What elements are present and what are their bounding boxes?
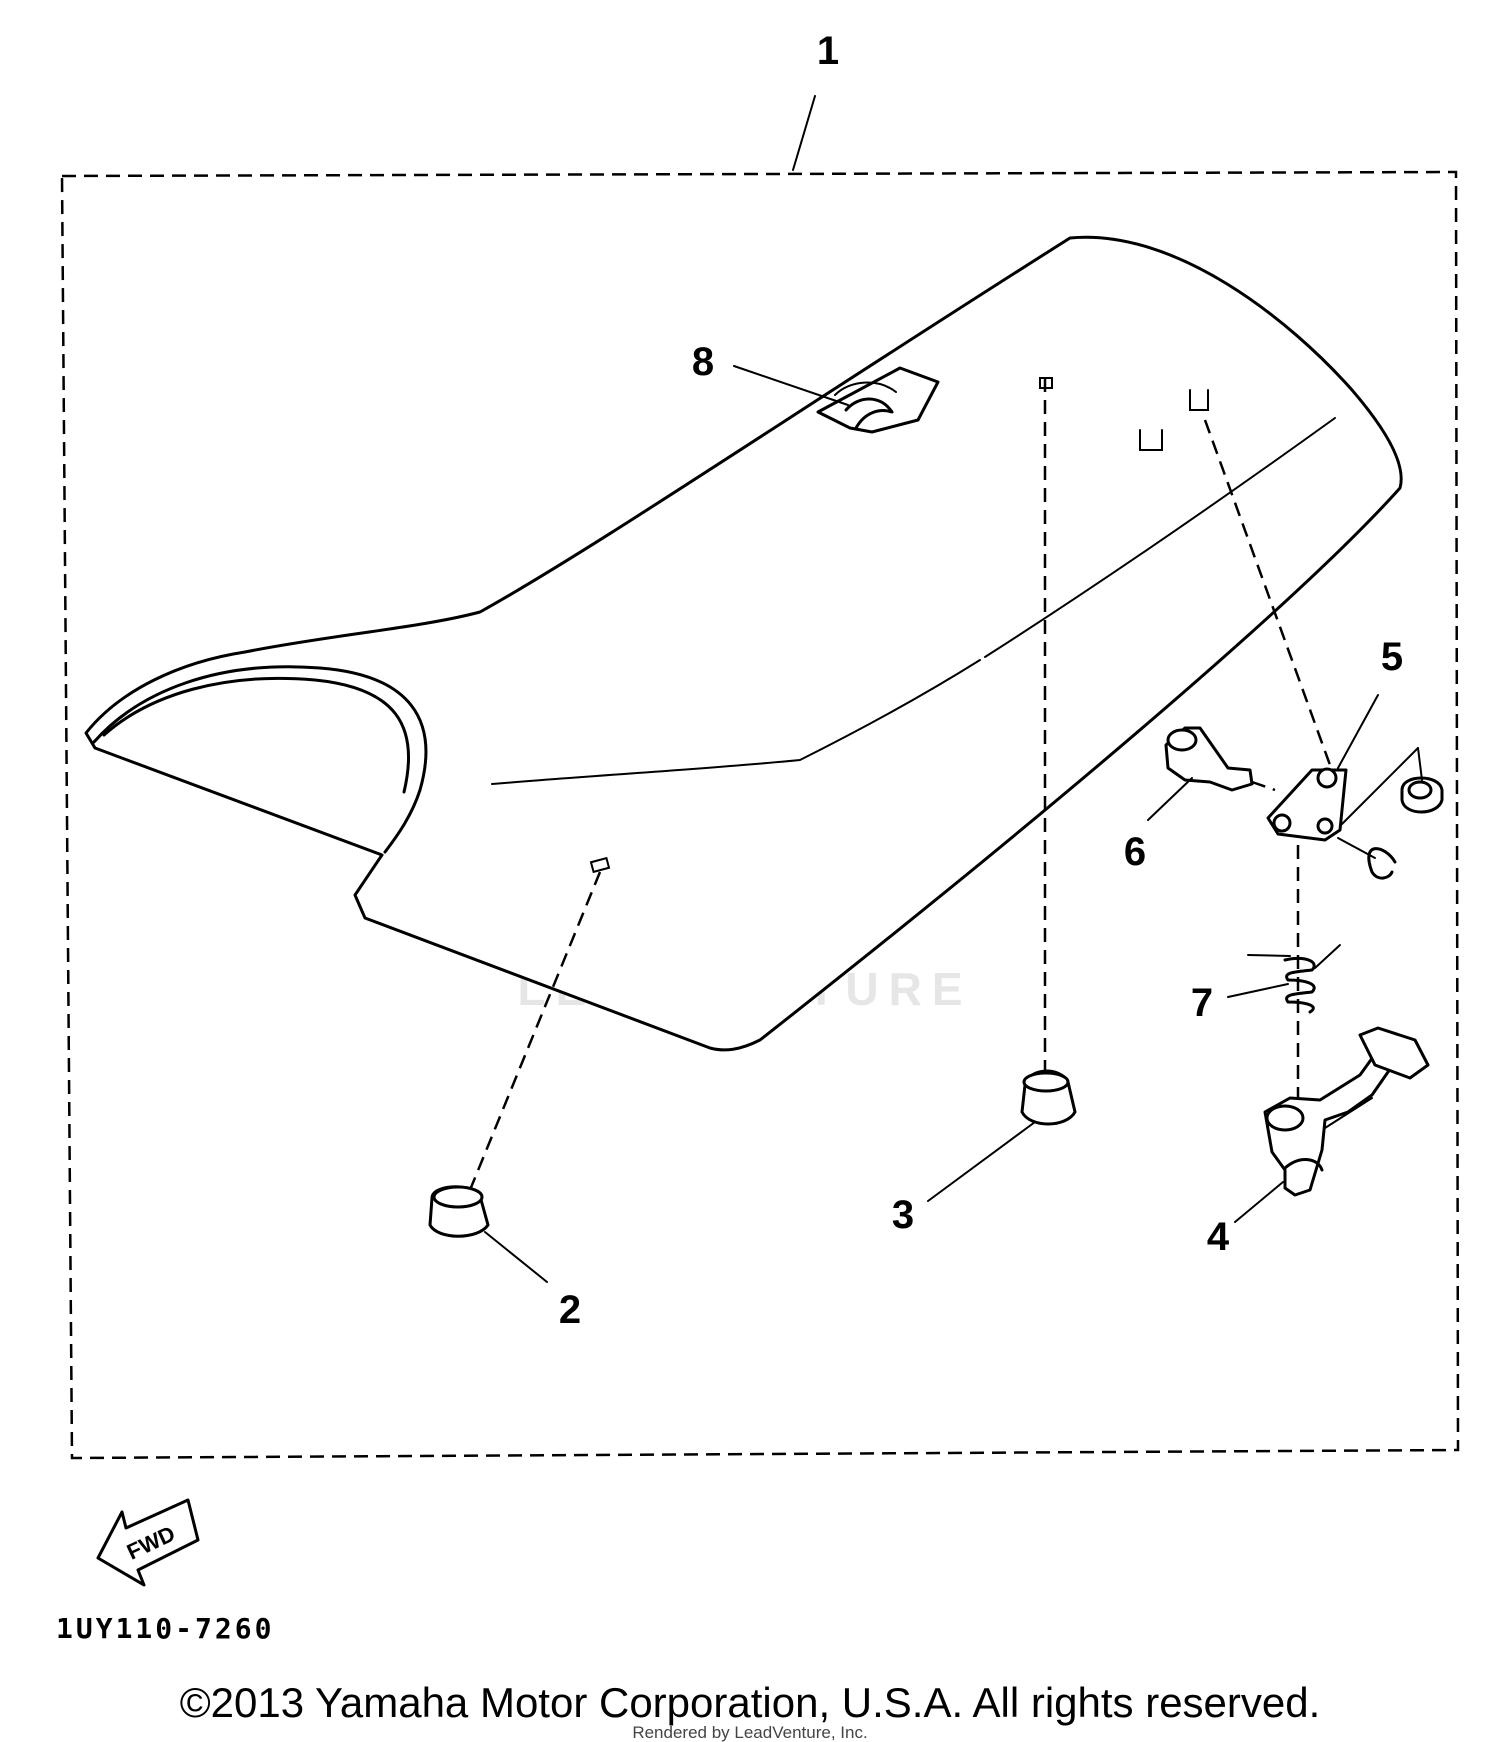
callout-1: 1 [817,29,839,73]
seat [84,235,1403,1052]
guide-line-2 [468,871,602,1191]
callout-2: 2 [559,1288,581,1332]
callout-4: 4 [1207,1215,1230,1259]
guide-line-6 [1251,780,1276,792]
assembly-boundary [60,170,1460,1460]
part-8-strap [816,366,940,434]
leader-1 [792,95,816,171]
guide-line-5 [1203,419,1332,766]
callout-7: 7 [1191,981,1213,1025]
copyright-text: ©2013 Yamaha Motor Corporation, U.S.A. A… [180,1679,1321,1726]
fwd-arrow-icon: FWD [96,1498,200,1587]
part-7-spring [1247,944,1341,1014]
leader-grommet-tail [1417,747,1423,781]
diagram-code: 1UY110-7260 [56,1612,274,1645]
spring-end-left [1247,954,1291,957]
circlip [1367,847,1397,880]
part-6-pin [1164,726,1276,792]
callout-3: 3 [892,1193,914,1237]
leader-7 [1227,983,1289,998]
grommet [1400,776,1444,814]
part-5-bracket [1266,767,1348,842]
part-2-damper [428,1185,490,1238]
leader-6 [1147,777,1193,821]
leader-4 [1234,1181,1284,1223]
leader-8 [733,365,849,406]
rendered-by-text: Rendered by LeadVenture, Inc. [632,1723,867,1742]
part-3-damper [1020,1069,1077,1126]
callout-5: 5 [1381,635,1403,679]
leader-3 [927,1121,1036,1202]
callout-8: 8 [692,340,714,384]
leader-grommet [1339,747,1419,827]
leader-2 [484,1231,548,1283]
leader-5 [1337,694,1379,769]
callout-6: 6 [1124,830,1146,874]
spring-end-right [1314,944,1341,969]
leader-circlip [1337,837,1376,859]
part-4-seat-lock [1263,1026,1430,1197]
